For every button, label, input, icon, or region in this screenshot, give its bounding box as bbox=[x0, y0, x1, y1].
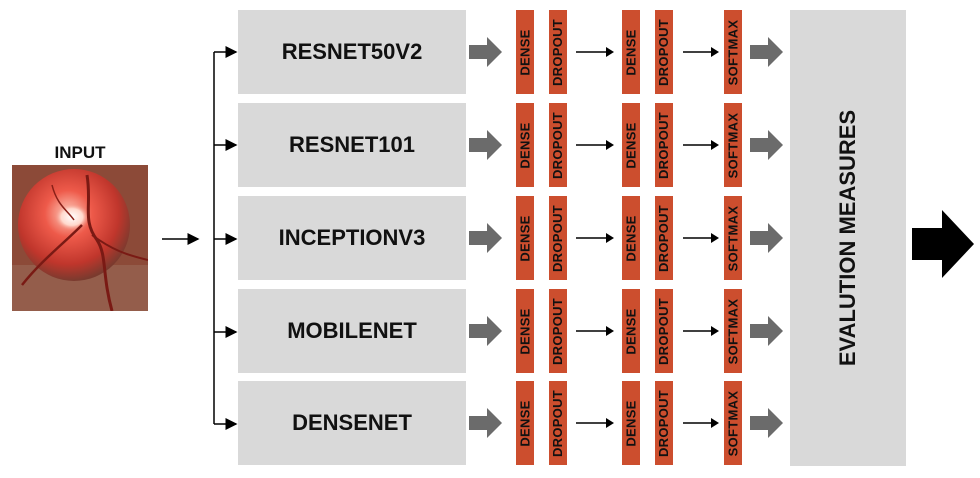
flow-arrow bbox=[750, 130, 783, 160]
flow-arrow bbox=[469, 223, 502, 253]
softmax-layer-tag: SOFTMAX bbox=[724, 103, 742, 187]
dense-layer-tag-label: DENSE bbox=[623, 307, 639, 355]
softmax-layer-tag-label: SOFTMAX bbox=[725, 205, 741, 271]
softmax-layer-tag: SOFTMAX bbox=[724, 381, 742, 465]
model-box: RESNET50V2 bbox=[238, 10, 466, 94]
flow-arrow bbox=[469, 408, 502, 438]
softmax-layer-tag-label: SOFTMAX bbox=[725, 298, 741, 364]
dropout-layer-tag-label: DROPOUT bbox=[656, 389, 672, 457]
dropout-layer-tag-label: DROPOUT bbox=[550, 389, 566, 457]
dense-layer-tag-label: DENSE bbox=[517, 399, 533, 447]
flow-arrow bbox=[750, 316, 783, 346]
dense-layer-tag: DENSE bbox=[622, 196, 640, 280]
flow-arrow bbox=[750, 223, 783, 253]
dropout-layer-tag-label: DROPOUT bbox=[550, 111, 566, 179]
flow-arrow bbox=[750, 408, 783, 438]
dense-layer-tag-label: DENSE bbox=[623, 399, 639, 447]
model-box: INCEPTIONV3 bbox=[238, 196, 466, 280]
dense-layer-tag: DENSE bbox=[622, 10, 640, 94]
dense-layer-tag: DENSE bbox=[622, 289, 640, 373]
dense-layer-tag-label: DENSE bbox=[517, 28, 533, 76]
dense-layer-tag: DENSE bbox=[622, 381, 640, 465]
evaluation-measures-box: EVALUTION MEASURES bbox=[790, 10, 906, 466]
dropout-layer-tag-label: DROPOUT bbox=[550, 18, 566, 86]
input-label: INPUT bbox=[54, 143, 106, 162]
dense-layer-tag-label: DENSE bbox=[623, 28, 639, 76]
dense-layer-tag-label: DENSE bbox=[517, 214, 533, 262]
dense-layer-tag: DENSE bbox=[516, 196, 534, 280]
dense-layer-tag: DENSE bbox=[516, 10, 534, 94]
softmax-layer-tag: SOFTMAX bbox=[724, 196, 742, 280]
dropout-layer-tag: DROPOUT bbox=[655, 103, 673, 187]
connector-arrow bbox=[576, 418, 614, 428]
dense-layer-tag: DENSE bbox=[516, 381, 534, 465]
dense-layer-tag: DENSE bbox=[516, 289, 534, 373]
dense-layer-tag-label: DENSE bbox=[623, 121, 639, 169]
softmax-layer-tag-label: SOFTMAX bbox=[725, 19, 741, 85]
dropout-layer-tag: DROPOUT bbox=[549, 103, 567, 187]
softmax-layer-tag: SOFTMAX bbox=[724, 289, 742, 373]
dropout-layer-tag: DROPOUT bbox=[655, 196, 673, 280]
dropout-layer-tag: DROPOUT bbox=[655, 10, 673, 94]
dropout-layer-tag-label: DROPOUT bbox=[656, 204, 672, 272]
model-box: RESNET101 bbox=[238, 103, 466, 187]
dropout-layer-tag: DROPOUT bbox=[549, 381, 567, 465]
dropout-layer-tag: DROPOUT bbox=[549, 289, 567, 373]
flow-arrow bbox=[469, 37, 502, 67]
connector-arrow bbox=[576, 233, 614, 243]
connector-arrow bbox=[576, 140, 614, 150]
fundus-image bbox=[12, 165, 148, 311]
flow-arrow bbox=[750, 37, 783, 67]
softmax-layer-tag-label: SOFTMAX bbox=[725, 112, 741, 178]
softmax-layer-tag-label: SOFTMAX bbox=[725, 390, 741, 456]
dropout-layer-tag-label: DROPOUT bbox=[550, 204, 566, 272]
connector-arrow bbox=[683, 233, 719, 243]
dense-layer-tag: DENSE bbox=[622, 103, 640, 187]
connector-arrow bbox=[683, 47, 719, 57]
connector-arrow bbox=[683, 140, 719, 150]
connector-arrow bbox=[576, 326, 614, 336]
dropout-layer-tag: DROPOUT bbox=[549, 196, 567, 280]
model-box: DENSENET bbox=[238, 381, 466, 465]
connector-arrow bbox=[683, 326, 719, 336]
connector-arrow bbox=[576, 47, 614, 57]
dropout-layer-tag: DROPOUT bbox=[655, 289, 673, 373]
dense-layer-tag-label: DENSE bbox=[623, 214, 639, 262]
dropout-layer-tag-label: DROPOUT bbox=[656, 111, 672, 179]
evaluation-label: EVALUTION MEASURES bbox=[835, 109, 860, 367]
softmax-layer-tag: SOFTMAX bbox=[724, 10, 742, 94]
dense-layer-tag: DENSE bbox=[516, 103, 534, 187]
flow-arrow bbox=[469, 316, 502, 346]
dropout-layer-tag: DROPOUT bbox=[655, 381, 673, 465]
output-arrow bbox=[912, 210, 974, 278]
dense-layer-tag-label: DENSE bbox=[517, 121, 533, 169]
model-box: MOBILENET bbox=[238, 289, 466, 373]
dropout-layer-tag-label: DROPOUT bbox=[550, 297, 566, 365]
connector-arrow bbox=[683, 418, 719, 428]
dropout-layer-tag-label: DROPOUT bbox=[656, 18, 672, 86]
dense-layer-tag-label: DENSE bbox=[517, 307, 533, 355]
flow-arrow bbox=[469, 130, 502, 160]
dropout-layer-tag: DROPOUT bbox=[549, 10, 567, 94]
dropout-layer-tag-label: DROPOUT bbox=[656, 297, 672, 365]
